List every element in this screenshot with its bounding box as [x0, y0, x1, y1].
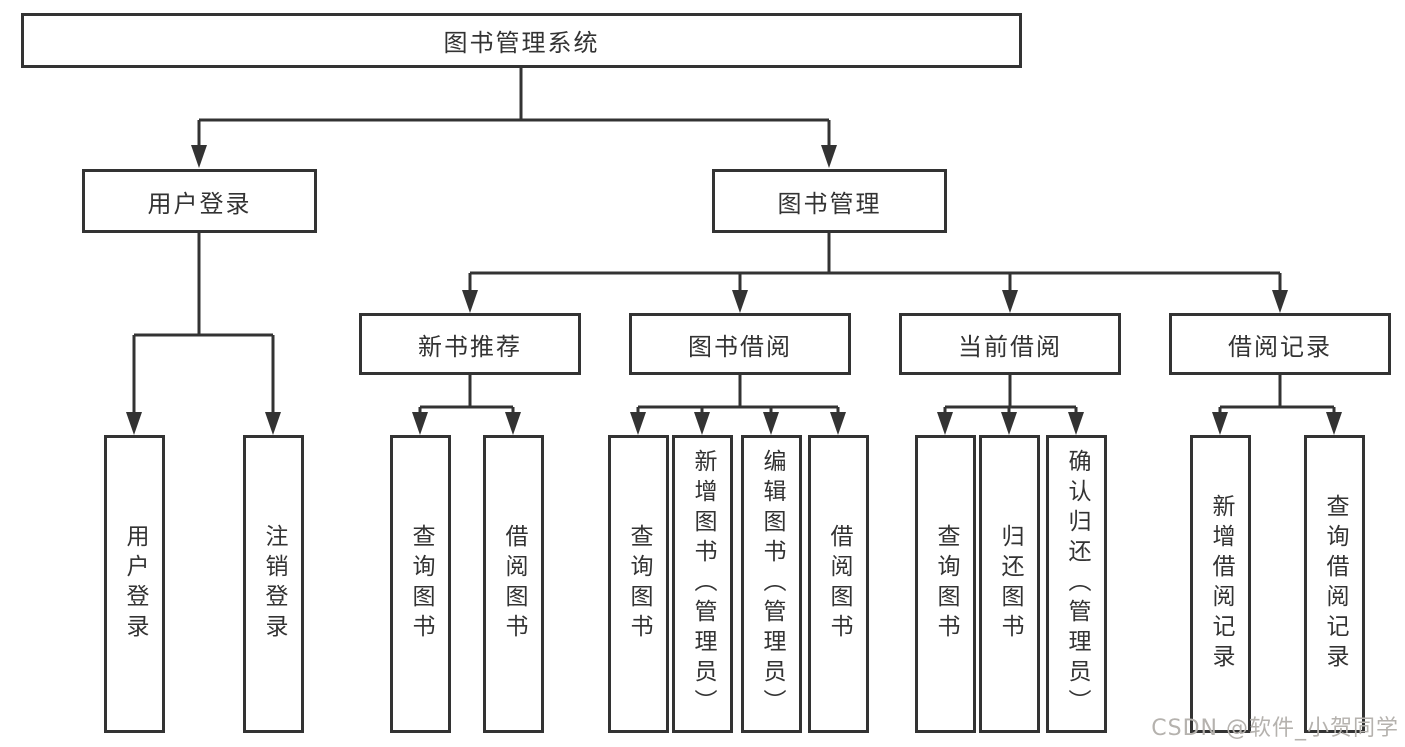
leaf-newbook-borrow-books: 借阅图书: [483, 435, 544, 733]
node-new-book-recommend: 新书推荐: [359, 313, 581, 375]
leaf-newbook-query-books: 查询图书: [390, 435, 451, 733]
leaf-logout: 注销登录: [243, 435, 304, 733]
node-book-borrowing: 图书借阅: [629, 313, 851, 375]
leaf-edit-books-admin: 编辑图书（管理员）: [741, 435, 802, 733]
node-borrowing-records: 借阅记录: [1169, 313, 1391, 375]
node-book-management: 图书管理: [712, 169, 947, 233]
leaf-current-query-books: 查询图书: [915, 435, 976, 733]
node-current-borrowing: 当前借阅: [899, 313, 1121, 375]
leaf-query-borrow-record: 查询借阅记录: [1304, 435, 1365, 733]
connector-current-to-leaves: [943, 375, 1078, 416]
connector-root-to-level2: [197, 68, 831, 150]
leaf-borrow-books: 借阅图书: [808, 435, 869, 733]
node-root-system: 图书管理系统: [21, 13, 1022, 68]
connector-newbook-to-leaves: [418, 375, 515, 416]
connector-records-to-leaves: [1218, 375, 1336, 416]
arrowheads: [126, 145, 1342, 435]
leaf-confirm-return-admin: 确认归还（管理员）: [1046, 435, 1107, 733]
leaf-add-books-admin: 新增图书（管理员）: [672, 435, 733, 733]
connector-bookmgmt-to-level3: [468, 232, 1282, 294]
leaf-add-borrow-record: 新增借阅记录: [1190, 435, 1251, 733]
node-user-login: 用户登录: [82, 169, 317, 233]
leaf-return-books: 归还图书: [979, 435, 1040, 733]
connector-borrowing-to-leaves: [636, 375, 840, 416]
leaf-user-login: 用户登录: [104, 435, 165, 733]
connector-userlogin-to-leaves: [132, 232, 275, 416]
csdn-watermark: CSDN @软件_小贺同学: [1151, 716, 1399, 741]
leaf-borrowing-query-books: 查询图书: [608, 435, 669, 733]
